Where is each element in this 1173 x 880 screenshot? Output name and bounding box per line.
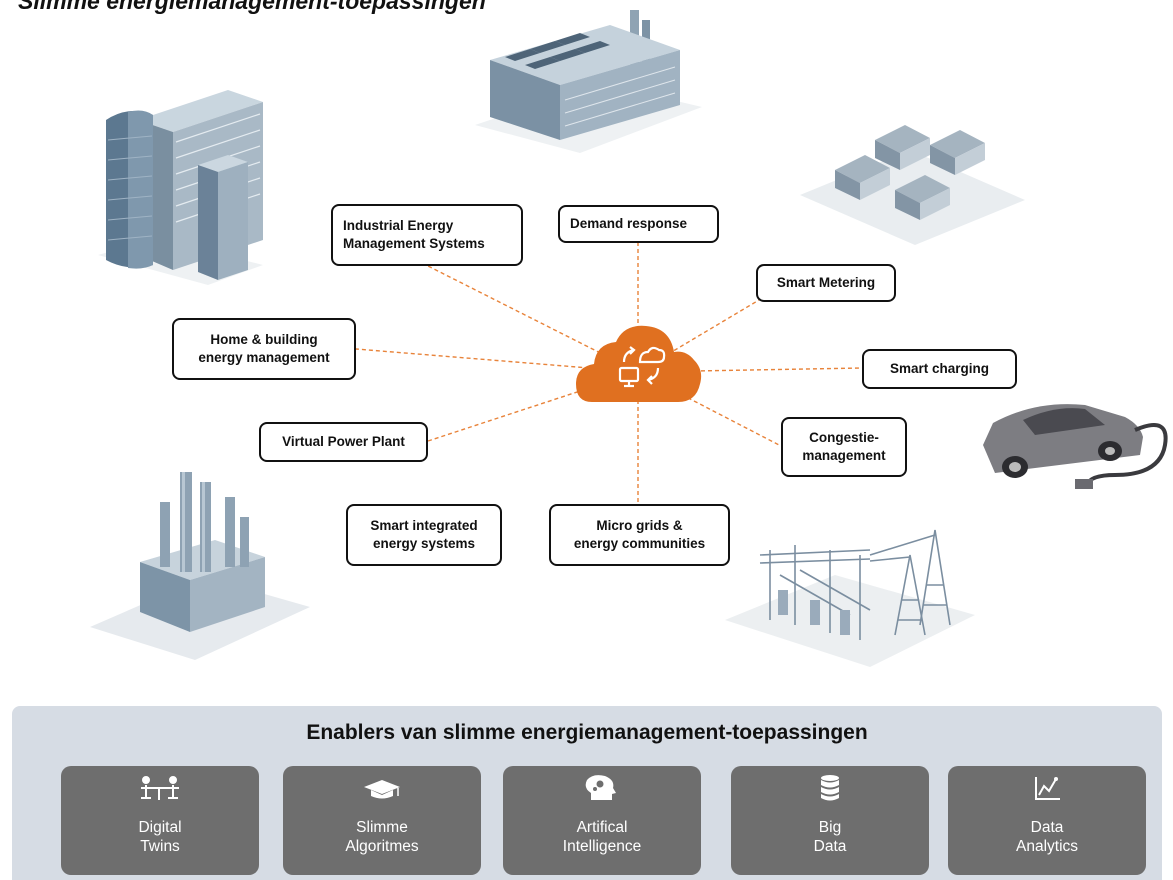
enabler-artificial-intelligence: Artifical Intelligence <box>503 766 701 875</box>
cloud-sync-computer-icon <box>618 346 666 388</box>
cloud-hub <box>576 325 702 402</box>
enabler-label: Artifical Intelligence <box>562 819 642 855</box>
connector-congestie <box>637 371 782 447</box>
enabler-label: Slimme Algoritmes <box>345 819 419 855</box>
connector-home <box>355 348 639 373</box>
enabler-digital-twins: Digital Twins <box>61 766 259 875</box>
line-chart-icon <box>1035 777 1060 800</box>
office-towers-illustration <box>98 90 263 285</box>
enablers-title: Enablers van slimme energiemanagement-to… <box>306 721 868 744</box>
smart-charging-label: Smart charging <box>862 349 1017 389</box>
virtual-power-plant-label: Virtual Power Plant <box>259 422 428 462</box>
enablers-panel: Enablers van slimme energiemanagement-to… <box>12 706 1162 880</box>
industrial-energy-label: Industrial Energy Management Systems <box>331 204 523 266</box>
database-icon <box>821 775 839 801</box>
houses-illustration <box>800 125 1025 245</box>
factory-illustration <box>475 10 702 153</box>
brain-gear-icon <box>585 775 616 800</box>
smart-integrated-label: Smart integrated energy systems <box>346 504 502 566</box>
substation-illustration <box>725 529 975 667</box>
page-title: Slimme energiemanagement-toepassingen <box>18 0 486 14</box>
enabler-slimme-algoritmes: Slimme Algoritmes <box>283 766 481 875</box>
home-building-label: Home & building energy management <box>172 318 356 380</box>
graduation-cap-icon <box>364 780 400 799</box>
power-plant-illustration <box>90 472 310 660</box>
smart-metering-label: Smart Metering <box>756 264 896 302</box>
cloud-shape <box>576 325 702 402</box>
micro-grids-label: Micro grids & energy communities <box>549 504 730 566</box>
digital-twins-icon <box>141 776 179 800</box>
congestie-management-label: Congestie- management <box>781 417 907 477</box>
connector-industrial <box>427 265 639 373</box>
enabler-label: Big Data <box>813 819 847 855</box>
enabler-label: Digital Twins <box>138 819 182 855</box>
enabler-data-analytics: Data Analytics <box>948 766 1146 875</box>
demand-response-label: Demand response <box>558 205 719 243</box>
electric-car-illustration <box>983 404 1168 489</box>
enabler-big-data: Big Data <box>731 766 929 875</box>
enabler-label: Data Analytics <box>1015 819 1079 855</box>
